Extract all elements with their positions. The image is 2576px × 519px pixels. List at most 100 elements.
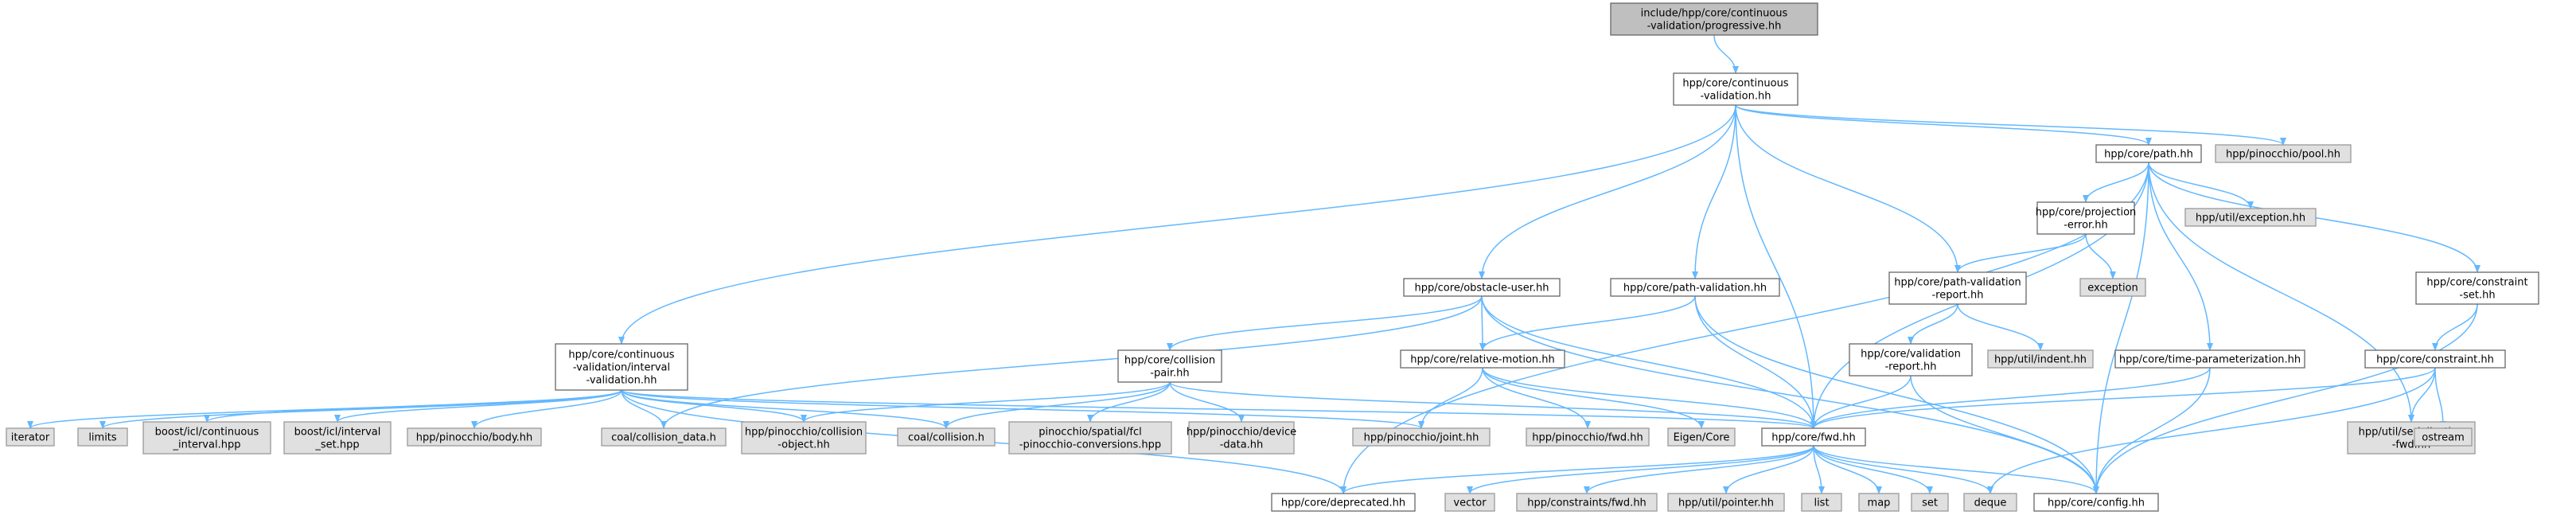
edge-collision_pair-to-pin_spatial — [1087, 381, 1171, 423]
edge-interval_validation-to-boost_is — [334, 389, 622, 423]
node-box — [283, 421, 392, 455]
node-pv-report[interactable]: hpp/core/path-validation-report.hh — [1888, 271, 2027, 305]
node-label-line: hpp/core/config.hh — [2048, 498, 2145, 509]
node-label-line: boost/icl/interval — [294, 427, 381, 439]
node-box — [2215, 144, 2352, 163]
node-relative-motion[interactable]: hpp/core/relative-motion.hh — [1400, 349, 1565, 369]
node-label-line: coal/collision.h — [908, 432, 984, 444]
node-path[interactable]: hpp/core/path.hh — [2095, 144, 2202, 163]
edge-cont_validation-to-obstacle_user — [1479, 104, 1736, 279]
node-box — [1188, 421, 1295, 455]
node-label-line: hpp/pinocchio/collision — [745, 427, 863, 439]
node-label-line: hpp/constraints/fwd.hh — [1527, 498, 1647, 509]
node-constraint-set[interactable]: hpp/core/constraint-set.hh — [2415, 271, 2539, 305]
node-path-validation[interactable]: hpp/core/path-validation.hh — [1610, 278, 1780, 297]
edge-fwd-to-deque — [1813, 445, 1993, 494]
edge-fwd-to-config — [1813, 445, 2099, 494]
edge-collision_pair-to-fwd — [1169, 381, 1817, 429]
node-label-line: hpp/core/deprecated.hh — [1281, 498, 1405, 509]
node-box — [1610, 278, 1780, 297]
node-constraint[interactable]: hpp/core/constraint.hh — [2364, 349, 2506, 369]
node-label-line: -validation/progressive.hh — [1647, 21, 1782, 33]
node-eigen: Eigen/Core — [1667, 427, 1736, 447]
node-label-line: Eigen/Core — [1674, 432, 1730, 444]
edge-collision_pair-to-pin_device — [1169, 381, 1245, 423]
node-iterator: iterator — [6, 427, 55, 447]
node-exception: exception — [2079, 278, 2146, 297]
node-box — [407, 427, 542, 447]
edge-root-to-cont_validation — [1713, 34, 1739, 74]
node-label-line: -validation.hh — [1701, 91, 1771, 103]
node-label-line: coal/collision_data.h — [611, 432, 716, 444]
edge-relative_motion-to-pin_fwd — [1482, 367, 1591, 429]
node-collision-pair[interactable]: hpp/core/collision-pair.hh — [1117, 349, 1222, 383]
node-deprecated[interactable]: hpp/core/deprecated.hh — [1271, 493, 1416, 512]
node-vector: vector — [1444, 493, 1495, 512]
node-label-line: hpp/core/continuous — [568, 349, 674, 361]
node-pinocchio-pool: hpp/pinocchio/pool.hh — [2215, 144, 2352, 163]
node-time-param[interactable]: hpp/core/time-parameterization.hh — [2114, 349, 2305, 369]
edge-fwd-to-set — [1813, 445, 1933, 494]
node-projection-error[interactable]: hpp/core/projection-error.hh — [2036, 201, 2137, 235]
edge-relative_motion-to-fwd — [1482, 367, 1817, 429]
node-box — [1352, 427, 1491, 447]
node-box — [1849, 343, 1973, 377]
node-label-line: ostream — [2422, 432, 2465, 444]
node-label-line: _interval.hpp — [173, 439, 241, 451]
edge-collision_pair-to-coal_c — [943, 381, 1171, 429]
node-fwd[interactable]: hpp/core/fwd.hh — [1761, 427, 1866, 447]
node-box — [1516, 493, 1658, 512]
node-label-line: -set.hh — [2459, 290, 2495, 302]
edge-fwd-to-map — [1813, 445, 1882, 494]
node-label-line: vector — [1453, 498, 1487, 509]
edge-path_validation-to-relative_motion — [1479, 295, 1696, 351]
node-coal-cd: coal/collision_data.h — [601, 427, 727, 447]
node-box — [1673, 72, 1799, 106]
node-boost-ci: boost/icl/continuous_interval.hpp — [142, 421, 271, 455]
node-box — [1911, 493, 1949, 512]
node-boost-is: boost/icl/interval_set.hpp — [283, 421, 392, 455]
node-label-line: hpp/core/time-parameterization.hh — [2119, 354, 2301, 366]
node-config[interactable]: hpp/core/config.hh — [2033, 493, 2159, 512]
node-label-line: hpp/pinocchio/pool.hh — [2226, 149, 2340, 161]
node-box — [77, 427, 128, 447]
edge-interval_validation-to-fwd — [621, 389, 1817, 429]
node-label-line: -error.hh — [2064, 220, 2108, 232]
node-label-line: include/hpp/core/continuous — [1641, 8, 1788, 20]
edge-constraint-to-util_ser — [2408, 367, 2436, 423]
node-box — [1610, 2, 1818, 36]
node-box — [2033, 493, 2159, 512]
node-label-line: hpp/core/path.hh — [2104, 149, 2193, 161]
edge-time_param-to-config — [2093, 367, 2211, 494]
node-label-line: _set.hpp — [314, 439, 359, 451]
node-label-line: deque — [1974, 498, 2007, 509]
edge-fwd-to-constraints_fwd — [1584, 445, 1814, 494]
node-box — [2095, 144, 2202, 163]
node-label-line: -data.hh — [1220, 439, 1264, 451]
node-label-line: exception — [2087, 283, 2138, 295]
node-obstacle-user[interactable]: hpp/core/obstacle-user.hh — [1403, 278, 1561, 297]
edge-fwd-to-util_pointer — [1723, 445, 1814, 494]
edge-fwd-to-deprecated — [1340, 445, 1814, 494]
node-label-line: list — [1814, 498, 1829, 509]
node-cont-validation[interactable]: hpp/core/continuous-validation.hh — [1673, 72, 1799, 106]
node-label-line: hpp/util/pointer.hh — [1678, 498, 1774, 509]
node-box — [555, 343, 688, 391]
edges-layer — [27, 34, 2481, 494]
edge-cont_validation-to-pv_report — [1735, 104, 1961, 273]
edge-collision_pair-to-pin_co — [801, 381, 1171, 423]
edge-path_validation-to-config — [1694, 295, 2099, 494]
node-box — [2114, 349, 2305, 369]
node-label-line: hpp/pinocchio/device — [1187, 427, 1296, 439]
node-interval-validation[interactable]: hpp/core/continuous-validation/interval-… — [555, 343, 688, 391]
edge-interval_validation-to-coal_c — [621, 389, 949, 429]
node-util-indent: hpp/util/indent.hh — [1987, 349, 2094, 369]
node-box — [2414, 427, 2473, 447]
edge-constraint-to-fwd — [1810, 367, 2436, 429]
node-label-line: hpp/util/exception.hh — [2196, 213, 2305, 224]
node-label-line: hpp/core/relative-motion.hh — [1410, 354, 1555, 366]
node-root[interactable]: include/hpp/core/continuous-validation/p… — [1610, 2, 1818, 36]
node-validation-report[interactable]: hpp/core/validation-report.hh — [1849, 343, 1973, 377]
edge-obstacle_user-to-relative_motion — [1479, 295, 1486, 351]
node-box — [2364, 349, 2506, 369]
